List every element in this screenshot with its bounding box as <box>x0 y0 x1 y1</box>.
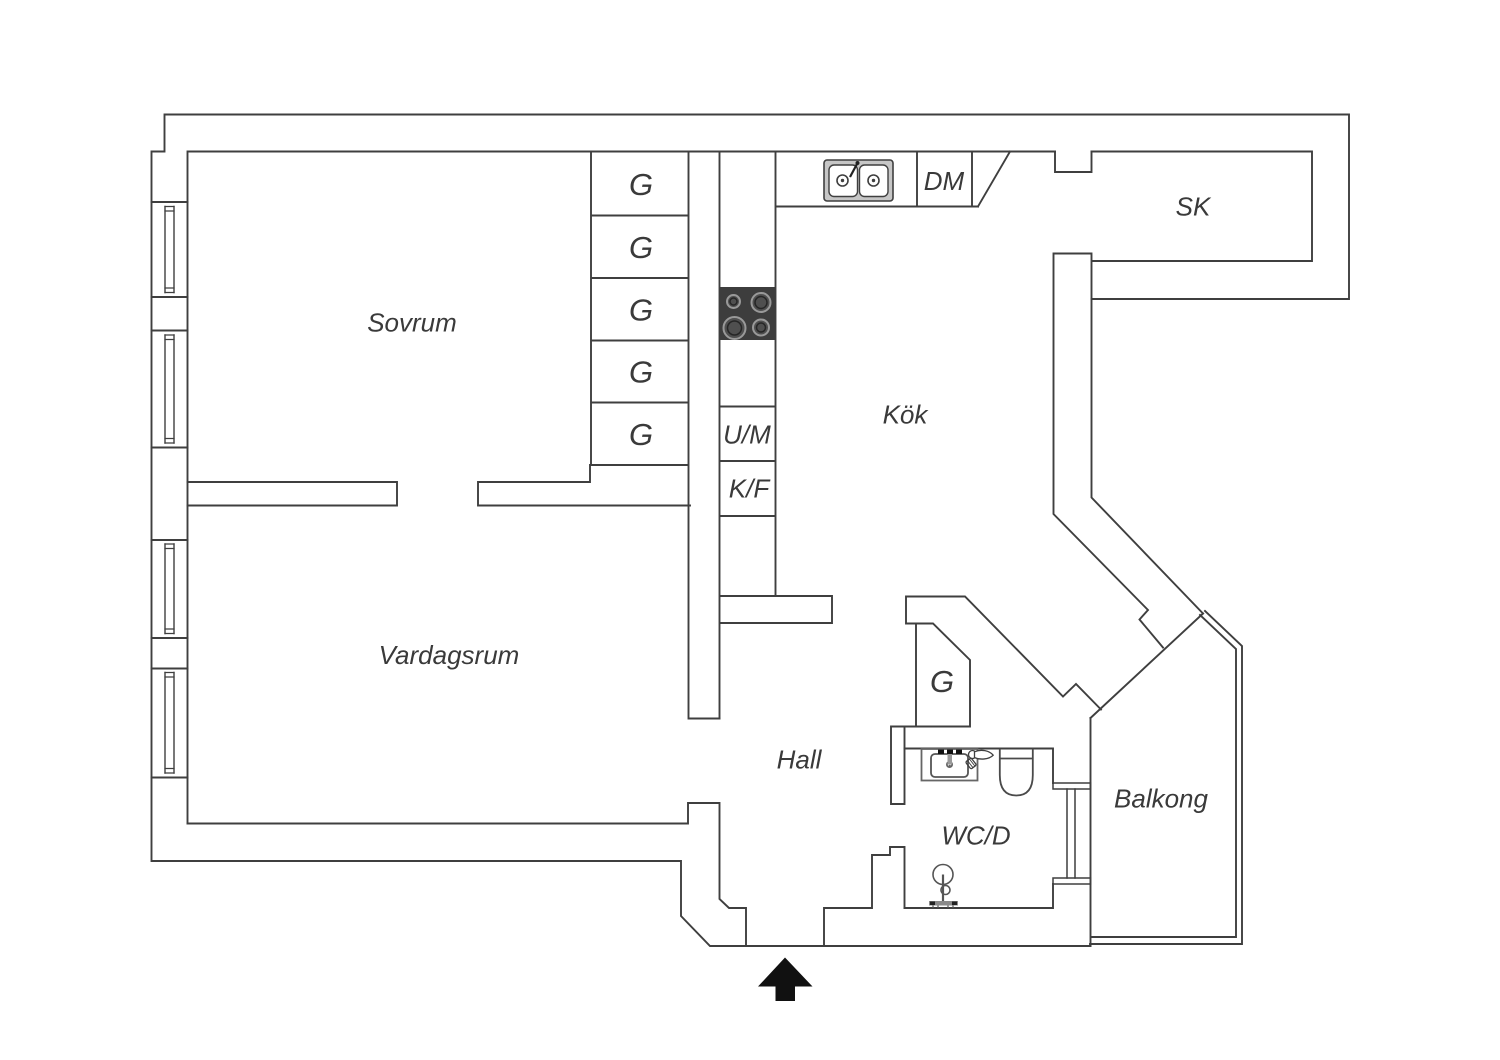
svg-text:Sovrum: Sovrum <box>367 308 457 338</box>
svg-text:WC/D: WC/D <box>941 821 1010 851</box>
svg-text:Balkong: Balkong <box>1114 784 1208 814</box>
svg-text:DM: DM <box>924 166 965 196</box>
svg-text:G: G <box>629 355 653 390</box>
svg-text:U/M: U/M <box>723 420 771 450</box>
svg-text:K/F: K/F <box>729 474 772 504</box>
svg-text:G: G <box>629 293 653 328</box>
svg-text:G: G <box>629 167 653 202</box>
svg-text:SK: SK <box>1176 192 1212 222</box>
svg-text:Kök: Kök <box>883 400 930 430</box>
svg-text:G: G <box>930 664 954 699</box>
svg-text:G: G <box>629 230 653 265</box>
svg-text:Vardagsrum: Vardagsrum <box>379 640 520 670</box>
svg-text:Hall: Hall <box>777 745 823 775</box>
svg-text:G: G <box>629 417 653 452</box>
